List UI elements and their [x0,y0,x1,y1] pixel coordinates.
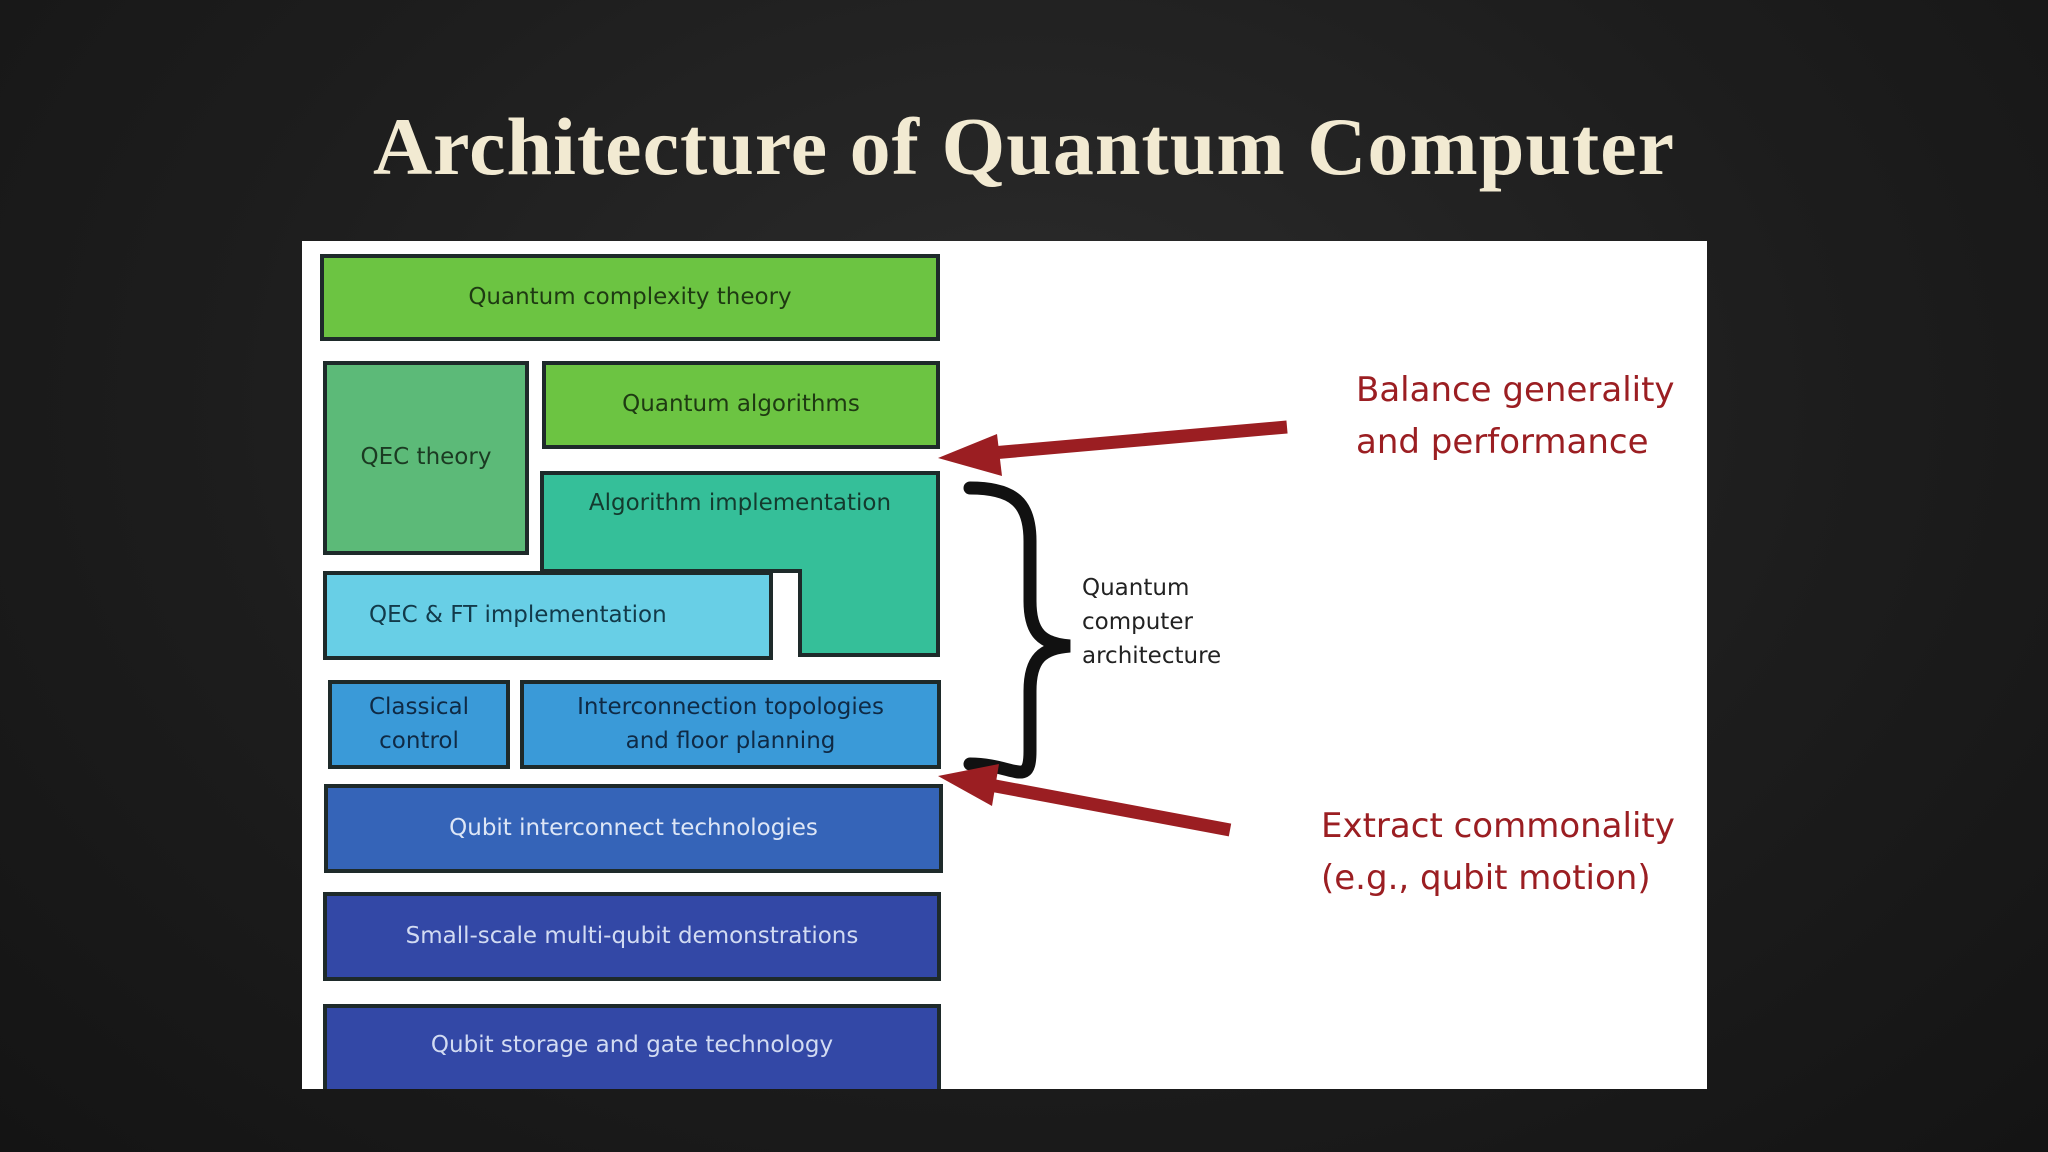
callout-line-2: (e.g., qubit motion) [1321,858,1651,898]
block-qubit-storage-gate-technology: Qubit storage and gate technology [323,1004,941,1089]
block-label-line-1: Classical [368,694,470,721]
block-qec-theory: QEC theory [323,361,529,555]
slide-title: Architecture of Quantum Computer [372,101,1676,192]
callout-line-1: Extract commonality [1321,806,1675,846]
block-qec-ft-implementation: QEC & FT implementation [323,571,773,660]
block-label: QEC theory [360,444,492,471]
block-qubit-interconnect-technologies: Qubit interconnect technologies [324,784,943,873]
brace-label-line-3: architecture [1082,643,1222,669]
top-arrow-shaft [991,420,1288,460]
brace-label-line-1: Quantum [1082,575,1190,601]
block-small-scale-demonstrations: Small-scale multi-qubit demonstrations [323,892,941,981]
callout-balance-generality: Balance generality and performance [1356,364,1675,468]
block-label: Qubit interconnect technologies [449,814,818,841]
block-classical-control: Classical control [328,680,510,769]
block-quantum-algorithms: Quantum algorithms [542,361,940,449]
top-arrow-head [938,434,1002,476]
callout-extract-commonality: Extract commonality (e.g., qubit motion) [1321,800,1675,904]
callout-line-1: Balance generality [1356,370,1675,410]
block-algorithm-implementation-label: Algorithm implementation [588,490,892,516]
block-label-line-2: and floor planning [625,727,836,754]
callout-line-2: and performance [1356,422,1649,462]
brace-label: Quantum computer architecture [1082,571,1221,673]
block-label: Quantum algorithms [622,391,860,418]
bottom-arrow-head [938,764,999,806]
block-label: QEC & FT implementation [369,601,667,628]
block-label: Quantum complexity theory [468,283,792,310]
block-label-line-1: Interconnection topologies [577,694,884,721]
block-label: Small-scale multi-qubit demonstrations [405,922,859,949]
block-label-line-2: control [379,727,459,754]
block-interconnection-topologies: Interconnection topologies and floor pla… [520,680,941,769]
bottom-arrow-shaft [988,778,1232,837]
brace-label-line-2: computer [1082,609,1193,635]
architecture-diagram: Quantum complexity theory QEC theory Qua… [302,241,1707,1089]
block-label: Qubit storage and gate technology [430,1031,834,1058]
block-quantum-complexity-theory: Quantum complexity theory [320,254,940,341]
architecture-brace [963,481,1071,779]
